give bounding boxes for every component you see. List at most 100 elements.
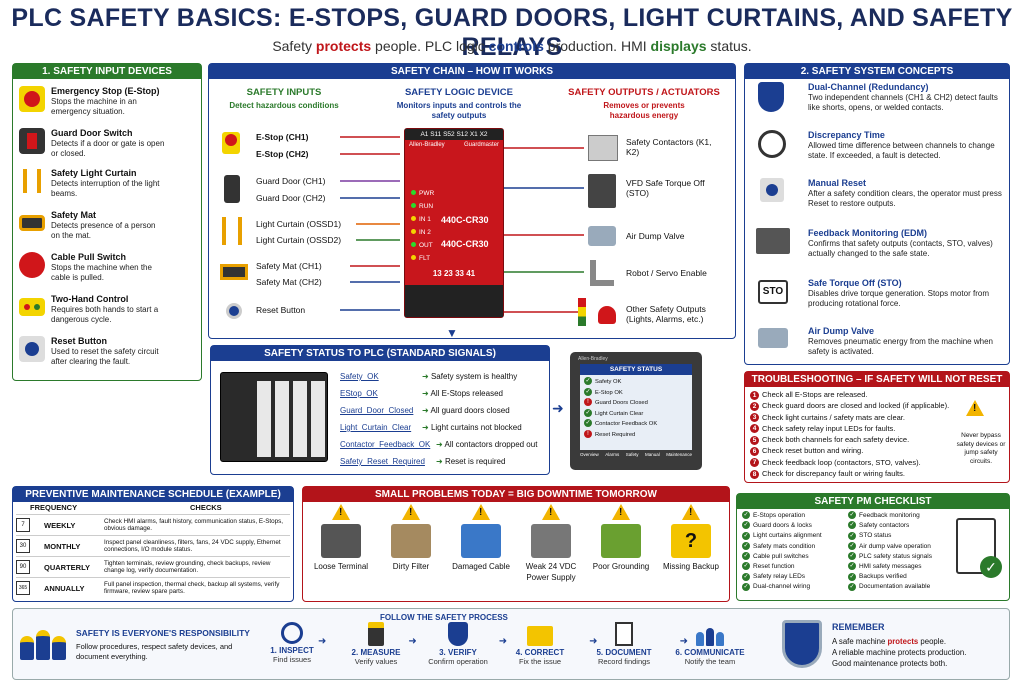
hmi-tab-safety[interactable]: Safety [625,452,639,457]
hmi-brand: Allen-Bradley [578,356,608,362]
hmi-row: !Guard Doors Closed [584,398,688,409]
led-pwr: PWR [411,187,434,200]
check-item: ✓Safety mats condition [742,541,816,550]
relay-brand-2: Guardmaster [463,142,499,148]
check-item: ✓Dual-channel wiring [742,582,811,591]
in-label-guard-ch1: Guard Door (CH1) [256,176,326,186]
hmi-tab-maintenance[interactable]: Maintenance [666,452,692,457]
page-subtitle: Safety protects people. PLC logic contro… [272,38,752,54]
panel-header: PREVENTIVE MAINTENANCE SCHEDULE (EXAMPLE… [13,487,293,502]
safety-mat-icon [19,215,45,231]
device-estop: Emergency Stop (E-Stop)Stops the machine… [19,86,161,117]
in-label-mat-ch2: Safety Mat (CH2) [256,277,322,287]
verify-shield-icon [448,622,468,646]
chain-light-curtain-icon [222,217,242,245]
relay-brand: Allen-Bradley [409,142,445,148]
led-out: OUT [411,239,434,252]
right-arrow-icon: ➜ [552,400,564,416]
check-item: ✓E-Stops operation [742,511,806,520]
logic-heading: SAFETY LOGIC DEVICE [404,87,514,98]
led-flt: FLT [411,252,434,265]
safety-concepts-panel: 2. SAFETY SYSTEM CONCEPTS [744,63,1010,365]
check-item: ✓PLC safety status signals [848,552,932,561]
remember-shield-icon [782,620,822,668]
light-curtain-icon [19,168,45,194]
problem-damaged-cable: !Damaged Cable [448,504,514,583]
signal-row: Guard_Door_Closed➜ All guard doors close… [340,406,510,415]
team-icon [695,624,725,646]
process-heading: FOLLOW THE SAFETY PROCESS [380,613,508,622]
panel-header: TROUBLESHOOTING – IF SAFETY WILL NOT RES… [745,372,1009,387]
air-dump-icon [758,328,788,348]
check-item: ✓Documentation available [848,582,931,591]
calendar-icon: 30 [16,539,30,553]
pm-col-frequency: FREQUENCY [30,503,78,512]
footer-panel [12,608,1010,680]
logic-sub: Monitors inputs and controls the safety … [396,101,522,120]
in-label-lc-ossd1: Light Curtain (OSSD1) [256,219,342,229]
in-label-estop-ch1: E-Stop (CH1) [256,132,309,142]
led-in2: IN 2 [411,226,434,239]
led-in1: IN 1 [411,213,434,226]
in-label-reset: Reset Button [256,305,306,315]
hmi-tab-manual[interactable]: Manual [644,452,660,457]
problem-weak-psu: !Weak 24 VDC Power Supply [518,504,584,583]
pm-schedule-panel: PREVENTIVE MAINTENANCE SCHEDULE (EXAMPLE… [12,486,294,602]
out-vfd-sto: VFD Safe Torque Off (STO) [626,178,705,198]
chain-reset-icon [226,303,242,319]
vfd-icon [588,174,616,208]
signal-row: Light_Curtain_Clear➜ Light curtains not … [340,423,522,432]
manual-reset-icon [760,178,784,202]
outputs-sub: Removes or prevents hazardous energy [603,101,685,120]
warning-icon: ! [682,504,700,520]
hmi-row: ✓E-Stop OK [584,387,623,396]
check-item: ✓Reset function [742,562,795,571]
check-item: ✓Cable pull switches [742,552,809,561]
problem-loose-terminal: !Loose Terminal [308,504,374,583]
inputs-heading: SAFETY INPUTS [246,87,322,98]
relay-model-1: 440C-CR30 [441,215,489,225]
hmi-device: Allen-Bradley SAFETY STATUS ✓Safety OK ✓… [570,352,702,470]
document-icon [615,622,633,646]
panel-header: 2. SAFETY SYSTEM CONCEPTS [745,64,1009,79]
check-item: ✓HMI safety messages [848,562,922,571]
hmi-tab-alarms[interactable]: Alarms [605,452,620,457]
in-label-mat-ch1: Safety Mat (CH1) [256,261,322,271]
remember-text: A safe machine protects people. A reliab… [832,637,967,668]
chain-safety-mat-icon [220,264,248,280]
workers-icon [20,626,66,660]
panel-header: SAFETY PM CHECKLIST [737,494,1009,509]
out-contactors: Safety Contactors (K1, K2) [626,137,712,157]
responsibility-text: Follow procedures, respect safety device… [76,642,233,661]
in-label-guard-ch2: Guard Door (CH2) [256,193,326,203]
check-item: ✓Feedback monitoring [848,511,920,520]
clock-icon [758,130,786,158]
calendar-icon: 90 [16,560,30,574]
calendar-icon: 7 [16,518,30,532]
contactor-icon [588,135,618,161]
problem-missing-backup: !?Missing Backup [658,504,724,583]
warning-icon: ! [966,400,984,416]
hmi-tab-overview[interactable]: Overview [580,452,599,457]
page-title: PLC SAFETY BASICS: E-STOPS, GUARD DOORS,… [11,4,1013,61]
robot-icon [590,260,614,286]
relay-model-2: 440C-CR30 [441,239,489,249]
panel-header: SMALL PROBLEMS TODAY = BIG DOWNTIME TOMO… [303,487,729,502]
signal-row: EStop_OK➜ All E-Stops released [340,389,503,398]
out-air-dump: Air Dump Valve [626,231,685,241]
